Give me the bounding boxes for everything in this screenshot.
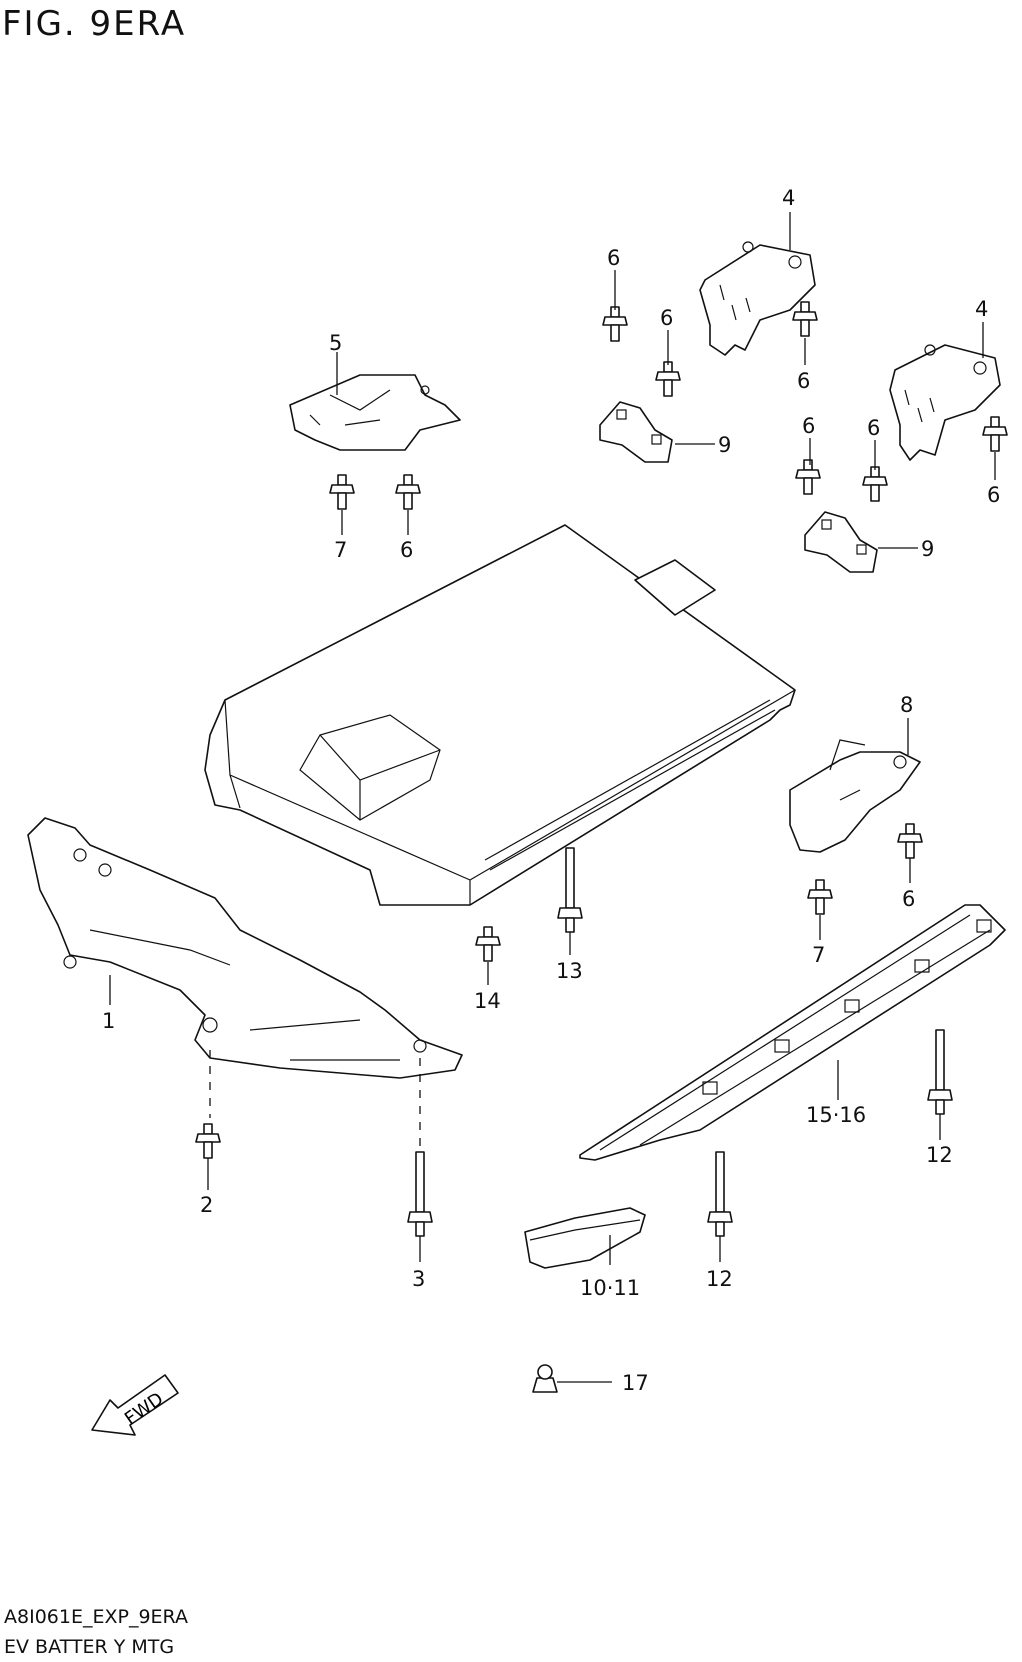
side-rail-part-15-16: [579, 904, 1006, 1161]
battery-pack: [204, 524, 796, 906]
bracket-part-5: [289, 374, 461, 451]
clip-part-9-upper: [599, 401, 673, 463]
under-cover-part-1: [27, 817, 463, 1079]
callout-9: 9: [718, 433, 731, 457]
bolt-3: [407, 1151, 433, 1237]
nut-part-17: [532, 1364, 558, 1393]
clip-part-9-lower: [804, 511, 878, 573]
drawing-name: EV BATTER Y MTG: [4, 1636, 175, 1658]
bolt-2: [195, 1123, 221, 1159]
block-part-10-11: [524, 1207, 646, 1269]
callout-17: 17: [622, 1371, 649, 1395]
fwd-arrow-icon: FWD: [91, 1374, 179, 1436]
callout-9: 9: [921, 537, 934, 561]
callout-6: 6: [607, 246, 620, 270]
bracket-part-4-right: [889, 344, 1001, 461]
callout-6: 6: [400, 538, 413, 562]
bolt-6-f: [982, 416, 1008, 452]
bolt-6-e: [862, 466, 888, 502]
callout-8: 8: [900, 693, 913, 717]
callout-14: 14: [474, 989, 501, 1013]
bolt-7-b: [807, 879, 833, 915]
bolt-6-h: [897, 823, 923, 859]
bolt-12-b: [927, 1029, 953, 1115]
callout-6: 6: [797, 369, 810, 393]
callout-7: 7: [334, 538, 347, 562]
callout-6: 6: [902, 887, 915, 911]
callout-13: 13: [556, 959, 583, 983]
callout-1: 1: [102, 1009, 115, 1033]
bolt-14: [475, 926, 501, 962]
callout-12: 12: [926, 1143, 953, 1167]
bolt-12-a: [707, 1151, 733, 1237]
bolt-6-a: [602, 306, 628, 342]
callout-10-11: 10·11: [580, 1276, 640, 1300]
bolt-6-g: [395, 474, 421, 510]
callout-6: 6: [987, 483, 1000, 507]
drawing-code: A8I061E_EXP_9ERA: [4, 1606, 188, 1628]
bolt-6-c: [792, 301, 818, 337]
callout-12: 12: [706, 1267, 733, 1291]
callout-6: 6: [660, 306, 673, 330]
bolt-7-a: [329, 474, 355, 510]
callout-4: 4: [782, 186, 795, 210]
bracket-part-4-left: [699, 241, 816, 356]
callout-4: 4: [975, 297, 988, 321]
bolt-6-d: [795, 459, 821, 495]
callout-2: 2: [200, 1193, 213, 1217]
bolt-6-b: [655, 361, 681, 397]
callout-15-16: 15·16: [806, 1103, 866, 1127]
callout-3: 3: [412, 1267, 425, 1291]
bracket-part-8: [789, 739, 921, 853]
callout-6: 6: [867, 416, 880, 440]
callout-6: 6: [802, 414, 815, 438]
callout-7: 7: [812, 943, 825, 967]
bolt-13: [557, 847, 583, 933]
callouts: 4 4 5 6 6 6 6 6 6 6 7 9 9 8 6 7 13 14 1 …: [102, 186, 1000, 1395]
leader-lines: [109, 212, 996, 1383]
figure-title: FIG. 9ERA: [2, 4, 187, 44]
callout-5: 5: [329, 331, 342, 355]
